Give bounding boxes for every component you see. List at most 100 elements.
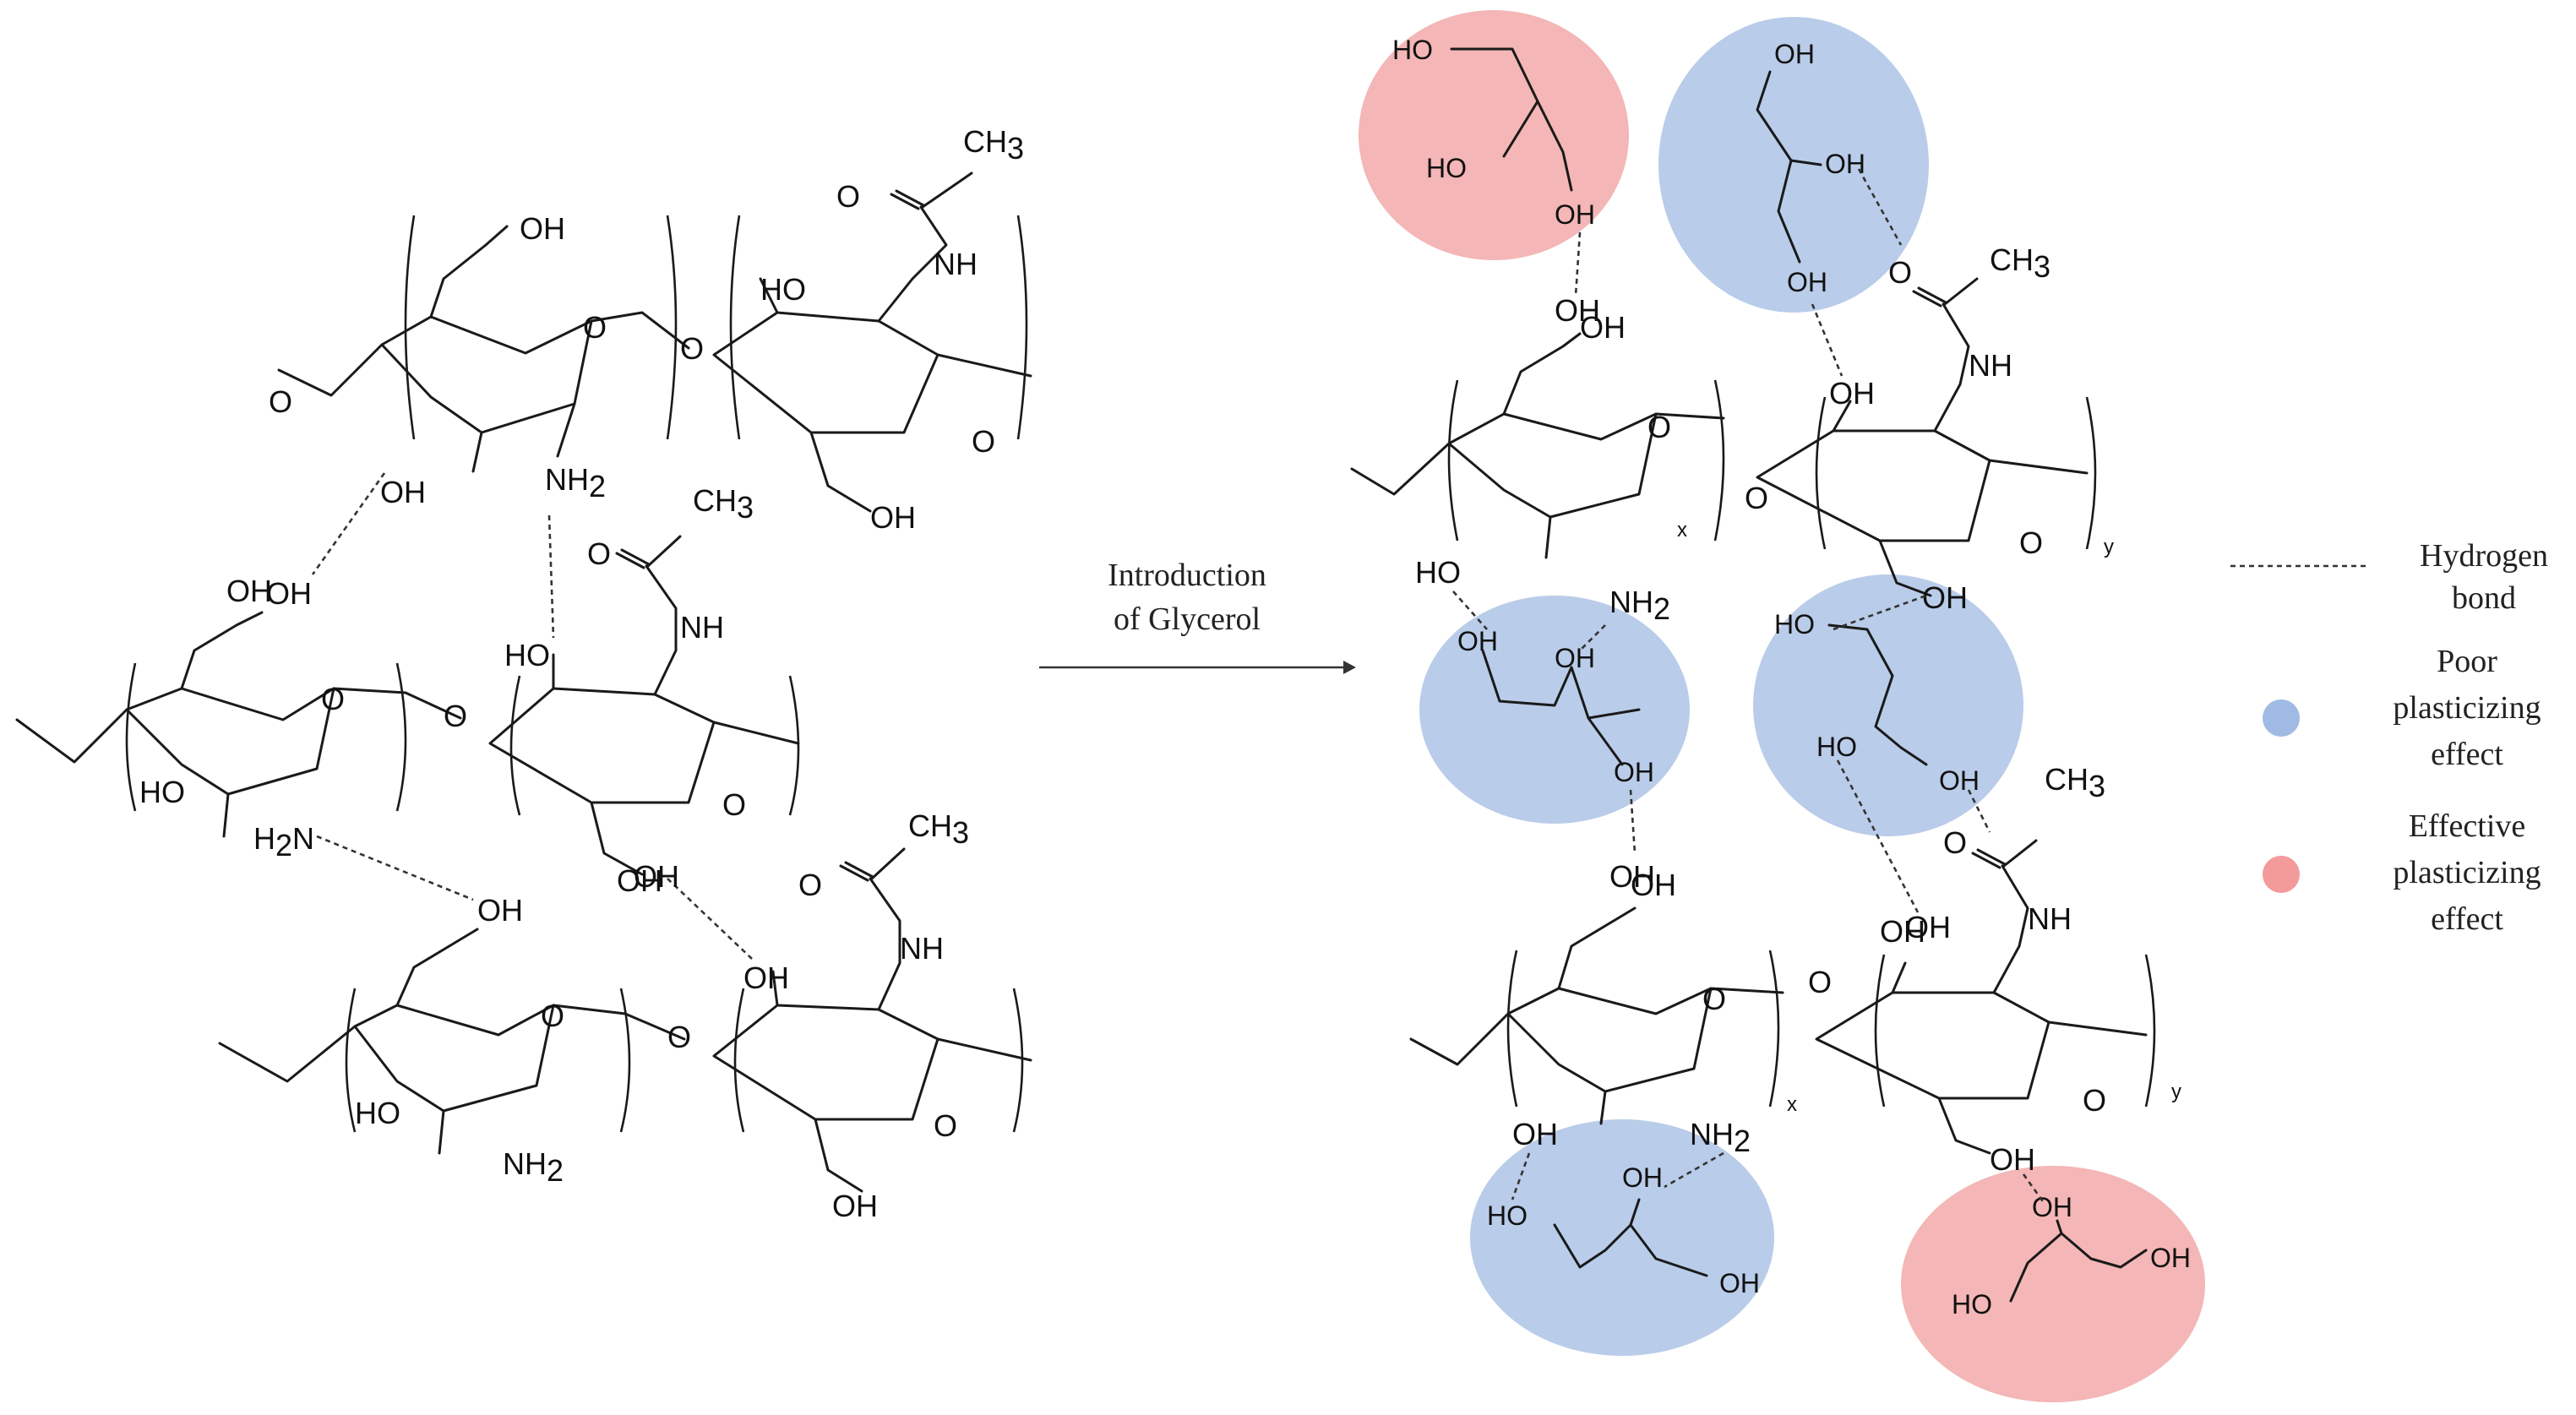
- ch2oh-top-1: OH: [520, 211, 565, 246]
- gly1-ho-a: HO: [1392, 35, 1433, 65]
- nh-top-2: NH: [934, 247, 978, 281]
- nh2-top-1: NH2: [545, 462, 606, 503]
- gly1-oh: OH: [1555, 199, 1595, 230]
- rt-ring-o-2: O: [2019, 525, 2043, 560]
- rt-ho: HO: [1415, 555, 1461, 590]
- oh-top-1: OH: [380, 475, 426, 509]
- gly6-ho: HO: [1952, 1289, 1992, 1320]
- ch2oh-mid-2: OH: [617, 863, 662, 898]
- glycerol-effective-top: [1359, 10, 1629, 260]
- legend-poor-line2: plasticizing: [2393, 690, 2541, 726]
- right-top-chain: OH O x O HO NH2 OH NH O CH3 O y OH: [1350, 242, 2114, 626]
- arrow-label-line2: of Glycerol: [1114, 601, 1261, 637]
- ho-top-2: HO: [760, 272, 806, 307]
- bottom-chain: OH O O HO NH2 OH NH O CH3 O OH: [218, 808, 1032, 1223]
- plasticized-chitosan-structure: HO HO OH OH OH OH OH OH OH HO HO OH HO O…: [1350, 10, 2205, 1402]
- ch2oh-mid-1: OH: [226, 574, 272, 608]
- nh-bot-2: NH: [900, 931, 944, 966]
- glycerol-poor-mid-right: [1753, 574, 2023, 836]
- rt-glycosidic-o: O: [1745, 481, 1768, 515]
- rb-ring-o-1: O: [1702, 982, 1726, 1016]
- gly5-ho: HO: [1487, 1200, 1528, 1231]
- glycosidic-o-top: O: [680, 331, 704, 366]
- rb-ch2oh-2: OH: [1990, 1142, 2035, 1177]
- ch2oh-top-2: OH: [870, 500, 916, 535]
- rt-ch2oh: OH: [1580, 310, 1626, 345]
- ch3-bot: CH3: [908, 808, 969, 850]
- gly5-oh-a: OH: [1622, 1162, 1663, 1193]
- ch3-mid: CH3: [693, 483, 754, 525]
- rb-oh-hbond-2: OH: [1905, 910, 1951, 944]
- rb-oh-hbond: OH: [1609, 859, 1655, 894]
- gly2-oh-c: OH: [1787, 267, 1827, 297]
- gly4-ho-b: HO: [1816, 732, 1857, 762]
- glycerol-poor-mid-left: [1419, 596, 1690, 824]
- glycosidic-o-bot: O: [667, 1020, 691, 1054]
- ring-o-top-2: O: [972, 424, 995, 459]
- rt-nh: NH: [1969, 348, 2012, 383]
- legend-poor-dot: [2263, 699, 2300, 737]
- rb-carbonyl-o: O: [1943, 825, 1967, 860]
- gly2-oh-b: OH: [1825, 149, 1865, 179]
- rt-ch2oh-2: OH: [1922, 580, 1968, 615]
- gly3-oh-b: OH: [1555, 643, 1595, 673]
- nh2-bot-1: NH2: [503, 1146, 564, 1188]
- gly5-oh-b: OH: [1719, 1268, 1760, 1298]
- rt-subscript-x: x: [1677, 519, 1687, 542]
- middle-chain: OH O O HO H2N HO NH O CH3 O OH: [15, 483, 800, 898]
- gly6-oh-a: OH: [2032, 1192, 2072, 1222]
- ring-o-top-1: O: [583, 310, 607, 345]
- rt-nh2: NH2: [1609, 585, 1670, 626]
- legend-poor-line1: Poor: [2437, 644, 2497, 679]
- rb-subscript-x: x: [1787, 1093, 1797, 1116]
- rb-glycosidic-o: O: [1808, 965, 1832, 999]
- ring-o-bot-2: O: [934, 1108, 957, 1143]
- rt-oh-hbond: OH: [1555, 293, 1600, 328]
- rb-ring-o-2: O: [2083, 1083, 2106, 1118]
- rt-ch3: CH3: [1990, 242, 2050, 284]
- nh-mid-2: NH: [680, 610, 724, 645]
- carbonyl-o-top: O: [836, 179, 860, 214]
- carbonyl-o-mid: O: [587, 536, 611, 571]
- oh-bot-2: OH: [743, 961, 789, 995]
- legend-hbond-line2: bond: [2452, 580, 2516, 616]
- rt-subscript-y: y: [2104, 536, 2114, 558]
- rt-ring-o-1: O: [1647, 410, 1671, 444]
- oh-mid-hbond: OH: [266, 576, 312, 611]
- rb-ch3: CH3: [2045, 762, 2105, 803]
- legend-effective-line2: plasticizing: [2393, 855, 2541, 890]
- glycosidic-o-mid: O: [444, 699, 467, 733]
- ring-o-mid-2: O: [722, 787, 746, 822]
- ho-mid-2: HO: [504, 638, 550, 672]
- gly1-ho-b: HO: [1426, 153, 1467, 183]
- rb-oh: OH: [1512, 1117, 1558, 1151]
- native-chitosan-structure: O OH O O HO NH O CH3 O OH OH NH2: [15, 124, 1032, 1223]
- rt-carbonyl-o: O: [1888, 255, 1912, 290]
- gly4-ho-a: HO: [1774, 609, 1815, 639]
- ch2oh-bot-2: OH: [832, 1189, 878, 1223]
- legend: Hydrogen bond Poor plasticizing effect E…: [2230, 538, 2548, 937]
- legend-effective-dot: [2263, 856, 2300, 893]
- glycerol-poor-bottom: [1470, 1119, 1774, 1356]
- h2n-mid-1: H2N: [253, 821, 314, 863]
- reaction-arrow: Introduction of Glycerol: [1039, 558, 1356, 674]
- glycosidic-o-top-left: O: [269, 384, 292, 419]
- ring-o-bot-1: O: [541, 999, 564, 1033]
- oh-mid-2-hbond: OH: [634, 859, 679, 894]
- rb-oh-2: OH: [1880, 914, 1925, 949]
- right-bottom-chain: OH O x O OH NH2 OH NH O CH3 O y OH: [1409, 762, 2181, 1177]
- rb-nh: NH: [2028, 901, 2072, 936]
- carbonyl-o-bot: O: [798, 868, 822, 902]
- legend-hbond-line1: Hydrogen: [2420, 538, 2548, 574]
- gly6-oh-b: OH: [2150, 1243, 2191, 1273]
- gly4-oh: OH: [1939, 765, 1980, 796]
- ring-o-mid-1: O: [321, 682, 345, 716]
- glycerol-poor-top: [1658, 17, 1929, 313]
- ch2oh-bot-1: OH: [477, 893, 523, 928]
- ho-bot-1: HO: [355, 1096, 400, 1130]
- legend-effective-line3: effect: [2431, 901, 2503, 937]
- legend-poor-line3: effect: [2431, 737, 2503, 772]
- ch3-top: CH3: [963, 124, 1024, 166]
- rb-subscript-y: y: [2171, 1080, 2181, 1103]
